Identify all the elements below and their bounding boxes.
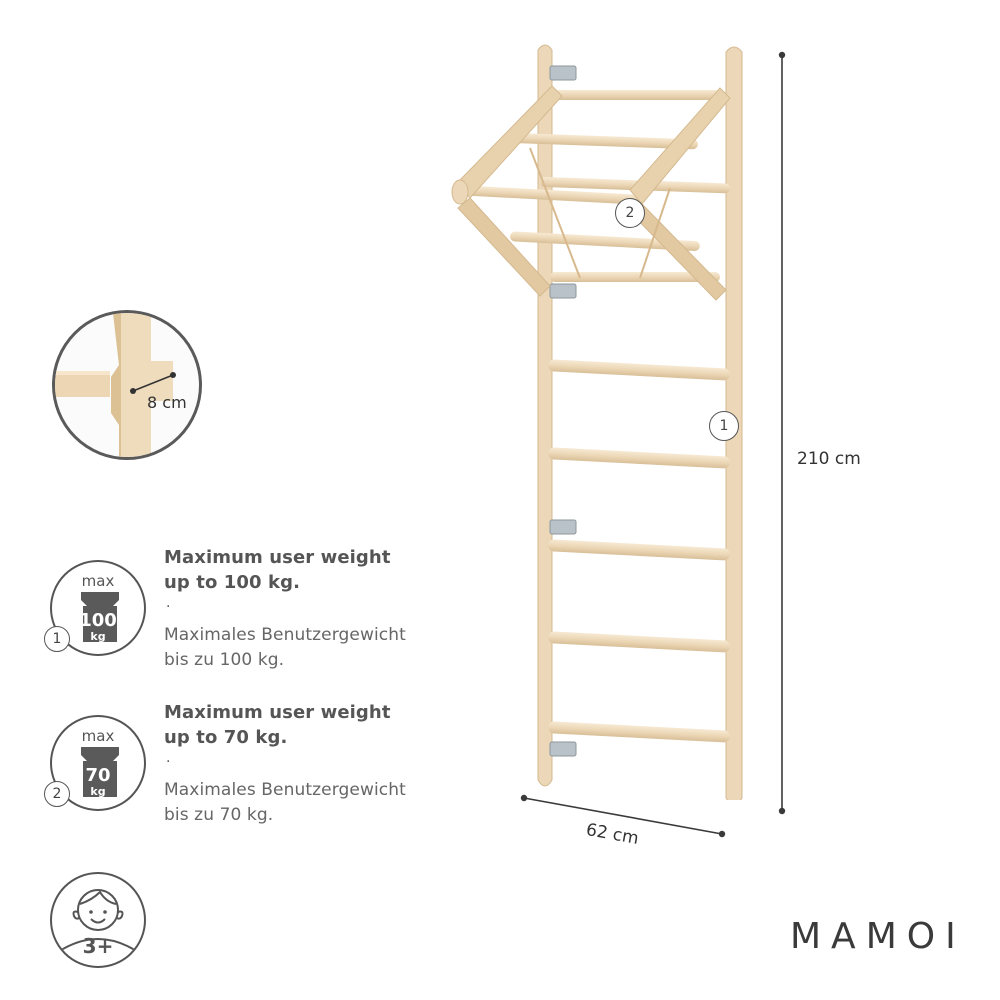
height-dimension-label: 210 cm [797, 449, 861, 469]
weight-title-de: Maximales Benutzergewicht bis zu 100 kg. [164, 625, 406, 670]
marker-badge-1: 1 [44, 626, 70, 652]
weight-max-label: max [81, 727, 115, 745]
detail-zoom-circle: 8 cm [52, 310, 202, 460]
weight-title-en: Maximum user weight up to 100 kg. [164, 547, 391, 593]
climbing-wall-ladder-illustration [451, 44, 743, 800]
joint-dimension-label: 8 cm [147, 393, 187, 412]
weight-limit-2: max 70 kg 2 Maximum user weight up to 70… [44, 695, 480, 835]
separator-dot: · [166, 754, 171, 770]
product-marker-1: 1 [709, 411, 739, 441]
separator-dot: · [166, 599, 171, 615]
child-face-icon [57, 889, 139, 953]
weight-unit: kg [90, 630, 106, 643]
brand-logo: MAMOI [790, 916, 966, 957]
weight-max-label: max [81, 572, 115, 590]
weight-value: 100 [79, 610, 117, 631]
wall-bracket [549, 65, 577, 757]
age-badge: 3+ [50, 872, 146, 968]
marker-badge-2: 2 [44, 781, 70, 807]
product-marker-2: 2 [615, 198, 645, 228]
weight-title-en: Maximum user weight up to 70 kg. [164, 702, 391, 748]
weight-icon [81, 592, 119, 642]
weight-value: 70 [85, 765, 111, 786]
weight-icon [81, 747, 119, 797]
age-label: 3+ [82, 934, 114, 958]
weight-unit: kg [90, 785, 106, 798]
ladder-joint-closeup-icon [55, 313, 176, 457]
weight-title-de: Maximales Benutzergewicht bis zu 70 kg. [164, 780, 406, 825]
weight-limit-1: max 100 kg 1 Maximum user weight up to 1… [44, 540, 480, 680]
